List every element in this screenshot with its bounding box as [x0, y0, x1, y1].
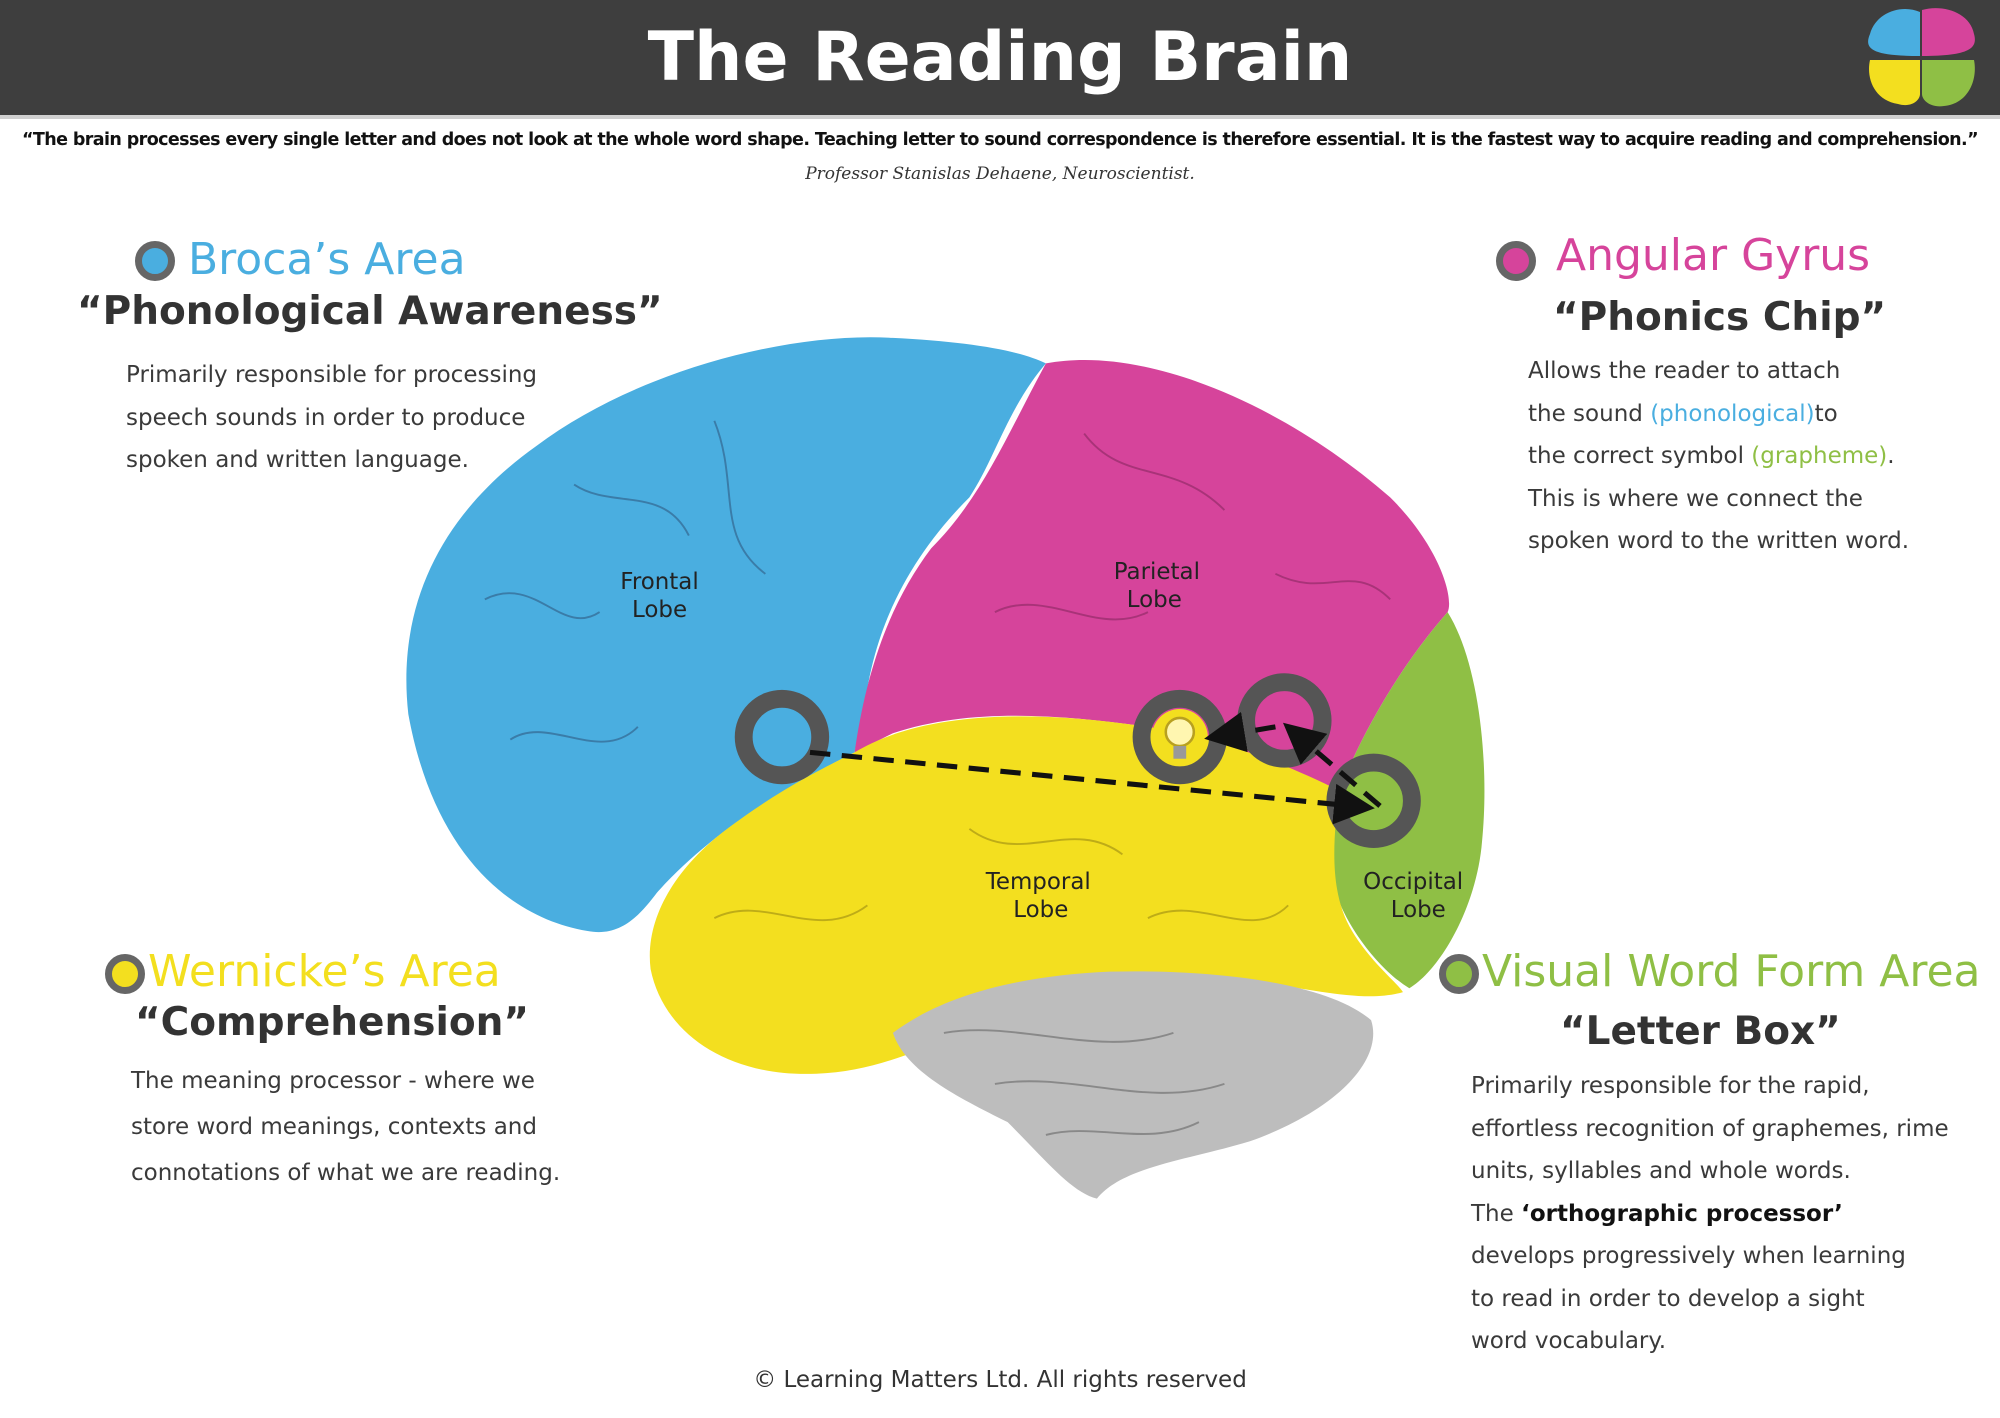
text-span: the sound: [1528, 400, 1651, 427]
text-line: connotations of what we are reading.: [131, 1160, 561, 1186]
occipital-lobe-label: Occipital: [1363, 869, 1463, 895]
header-bar: The Reading Brain: [0, 0, 2000, 119]
text-span: to: [1814, 400, 1838, 427]
angular-gyrus-marker: [1237, 673, 1332, 768]
text-line: units, syllables and whole words.: [1471, 1158, 1851, 1184]
occipital-lobe-label-2: Lobe: [1391, 897, 1446, 923]
lightbulb-marker: [1132, 689, 1227, 785]
wernicke-dot-icon: [105, 954, 145, 994]
text-line: develops progressively when learning: [1471, 1243, 1906, 1269]
angular-gyrus-title: Angular Gyrus: [1556, 230, 1871, 281]
frontal-lobe-label-2: Lobe: [632, 597, 687, 623]
text-line: the correct symbol (grapheme).: [1528, 435, 1909, 478]
copyright-footer: © Learning Matters Ltd. All rights reser…: [753, 1367, 1247, 1393]
text-line: effortless recognition of graphemes, rim…: [1471, 1115, 1949, 1142]
vwfa-dot-icon: [1439, 954, 1479, 994]
temporal-lobe: [649, 716, 1403, 1074]
quote-text: “The brain processes every single letter…: [21, 130, 1979, 150]
wernicke-title: Wernicke’s Area: [148, 946, 501, 997]
text-line: speech sounds in order to produce: [126, 404, 526, 431]
vwfa-nickname: “Letter Box”: [1560, 1009, 1841, 1054]
text-span: the correct symbol: [1528, 443, 1752, 469]
broca-description: Primarily responsible for processing spe…: [126, 354, 537, 482]
text-line: This is where we connect the: [1528, 485, 1863, 512]
broca-nickname: “Phonological Awareness”: [77, 289, 663, 334]
temporal-lobe-label: Temporal: [985, 869, 1091, 895]
broca-marker: [734, 689, 830, 785]
text-line: to read in order to develop a sight: [1471, 1285, 1865, 1312]
pathway-arrows: [809, 711, 1382, 825]
text-line: spoken and written language.: [126, 447, 469, 473]
frontal-lobe: [406, 337, 1046, 933]
parietal-lobe-label-2: Lobe: [1127, 587, 1182, 613]
text-line: Allows the reader to attach: [1528, 358, 1841, 384]
page-title: The Reading Brain: [647, 18, 1353, 97]
quote-attribution: Professor Stanislas Dehaene, Neuroscient…: [805, 164, 1195, 184]
text-line: Primarily responsible for processing: [126, 362, 538, 388]
orthographic-processor-emphasis: ‘orthographic processor’: [1521, 1200, 1843, 1227]
text-line: word vocabulary.: [1471, 1328, 1667, 1354]
grapheme-highlight: (grapheme): [1751, 443, 1888, 469]
angular-gyrus-nickname: “Phonics Chip”: [1553, 295, 1887, 340]
text-span: .: [1887, 443, 1895, 469]
broca-dot-icon: [135, 241, 175, 281]
cerebellum: [892, 971, 1374, 1199]
temporal-lobe-label-2: Lobe: [1013, 897, 1068, 923]
wernicke-description: The meaning processor - where we store w…: [131, 1058, 560, 1196]
text-span: The: [1471, 1200, 1522, 1227]
vwfa-description: Primarily responsible for the rapid, eff…: [1471, 1065, 1949, 1363]
text-line: The ‘orthographic processor’: [1471, 1193, 1949, 1236]
text-line: The meaning processor - where we: [131, 1068, 535, 1094]
brain-logo-icon: [1868, 8, 1975, 107]
parietal-lobe-label: Parietal: [1114, 559, 1200, 585]
vwfa-title: Visual Word Form Area: [1482, 946, 1981, 997]
text-line: store word meanings, contexts and: [131, 1114, 537, 1140]
text-line: Primarily responsible for the rapid,: [1471, 1073, 1870, 1099]
text-line: spoken word to the written word.: [1528, 528, 1910, 554]
angular-gyrus-dot-icon: [1496, 241, 1536, 281]
text-line: the sound (phonological)to: [1528, 393, 1909, 436]
angular-gyrus-description: Allows the reader to attach the sound (p…: [1528, 350, 1909, 563]
phonological-highlight: (phonological): [1650, 400, 1815, 427]
broca-title: Broca’s Area: [188, 234, 466, 285]
frontal-lobe-label: Frontal: [620, 569, 698, 595]
wernicke-nickname: “Comprehension”: [135, 1000, 530, 1045]
